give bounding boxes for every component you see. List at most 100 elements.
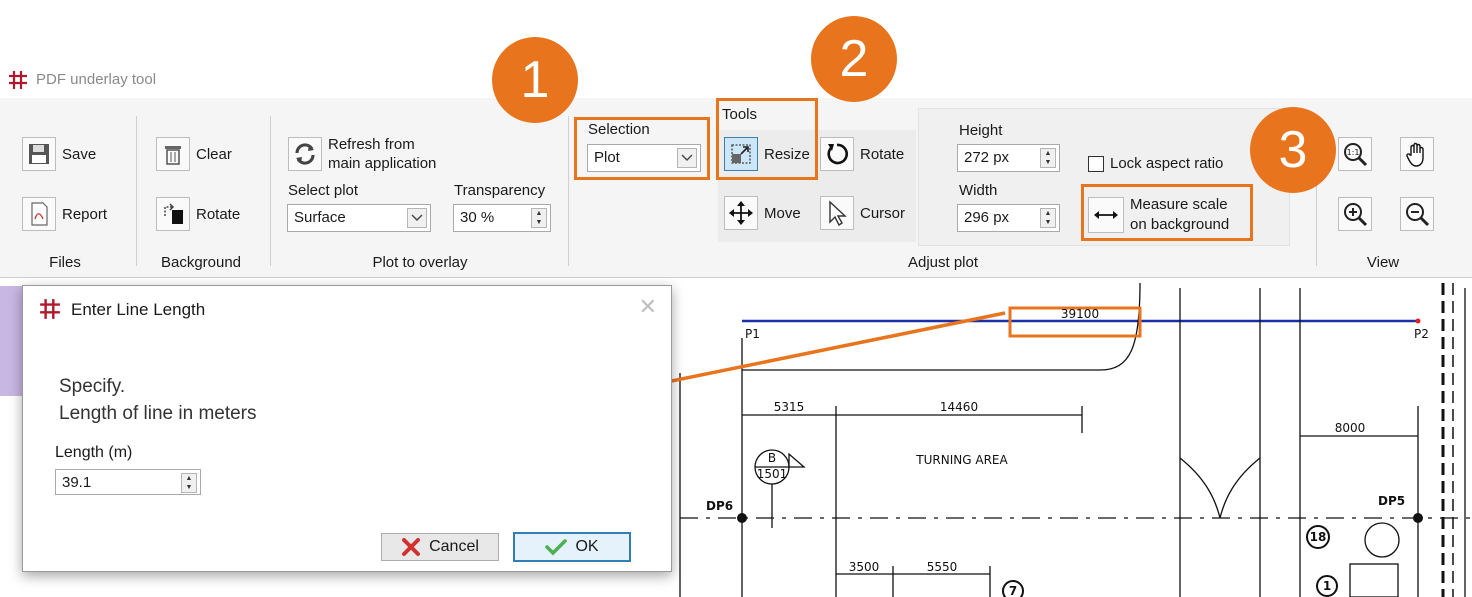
double-arrow-icon: [1088, 197, 1124, 233]
length-input[interactable]: 39.1 ▲▼: [55, 469, 201, 495]
grid-app-icon: [9, 71, 27, 89]
checkmark-icon: [545, 539, 568, 556]
group-divider: [1316, 116, 1317, 266]
dimension-label: 14460: [940, 400, 978, 414]
move-arrows-icon: [724, 196, 758, 230]
spin-arrows-icon[interactable]: ▲▼: [1040, 208, 1056, 228]
width-stepper[interactable]: 296 px ▲▼: [957, 204, 1060, 232]
close-icon[interactable]: ✕: [638, 294, 657, 319]
select-plot-dropdown[interactable]: Surface: [287, 204, 431, 232]
window-title: PDF underlay tool: [36, 71, 157, 88]
dimension-label: 5550: [927, 560, 958, 574]
dp6-marker: [737, 513, 747, 523]
circle-1-label: 1: [1323, 579, 1331, 593]
refresh-from-main-button[interactable]: Refresh from main application: [288, 134, 436, 174]
ok-button[interactable]: OK: [513, 532, 631, 562]
tools-highlight: [716, 98, 818, 180]
turning-area-label: TURNING AREA: [915, 453, 1008, 467]
enter-line-length-dialog: Enter Line Length ✕ Specify. Length of l…: [22, 285, 672, 572]
cursor-button[interactable]: Cursor: [820, 195, 905, 231]
tag-b-number: 1501: [757, 467, 788, 481]
cancel-button[interactable]: Cancel: [381, 533, 499, 561]
background-group-label: Background: [160, 254, 242, 271]
refresh-label-line1: Refresh from: [328, 136, 415, 153]
callout-badge-1: 1: [492, 37, 578, 123]
spin-arrows-icon[interactable]: ▲▼: [1040, 148, 1056, 168]
report-button[interactable]: Report: [22, 196, 107, 232]
rotate-square-icon: [156, 197, 190, 231]
dialog-message-line1: Specify.: [59, 376, 126, 397]
transparency-value: 30 %: [460, 209, 495, 226]
measure-label-highlight: [1008, 306, 1142, 338]
red-x-icon: [402, 538, 421, 556]
width-label: Width: [959, 182, 998, 199]
resize-icon: [724, 137, 758, 171]
measure-scale-line1: Measure scale: [1130, 196, 1228, 213]
spin-arrows-icon[interactable]: ▲▼: [181, 473, 197, 493]
cancel-label: Cancel: [429, 538, 479, 555]
dimension-label: 3500: [849, 560, 880, 574]
svg-text:1:1: 1:1: [1347, 148, 1360, 157]
dp5-marker: [1413, 513, 1423, 523]
pdf-document-icon: [22, 197, 56, 231]
select-plot-label: Select plot: [288, 182, 359, 199]
chevron-down-icon[interactable]: [407, 208, 427, 228]
plot-rotate-button[interactable]: Rotate: [820, 136, 904, 172]
width-value: 296 px: [964, 209, 1010, 226]
resize-label: Resize: [764, 145, 810, 163]
spin-arrows-icon[interactable]: ▲▼: [531, 208, 547, 228]
road-curve: [742, 282, 1141, 371]
measure-scale-line2: on background: [1130, 216, 1230, 233]
zoom-in-button[interactable]: [1338, 196, 1378, 232]
callout-badge-3: 3: [1250, 107, 1336, 193]
background-rotate-button[interactable]: Rotate: [156, 196, 240, 232]
length-label: Length (m): [55, 444, 133, 461]
refresh-label-line2: main application: [328, 155, 437, 172]
move-label: Move: [764, 204, 801, 222]
pan-button[interactable]: [1400, 136, 1440, 172]
dimension-label: 8000: [1335, 421, 1366, 435]
move-button[interactable]: Move: [724, 195, 801, 231]
grid-app-icon: [40, 299, 60, 319]
lock-aspect-label: Lock aspect ratio: [1110, 155, 1224, 172]
files-group-label: Files: [49, 254, 81, 271]
zoom-out-icon: [1400, 197, 1434, 231]
view-group-label: View: [1366, 254, 1400, 271]
dialog-title: Enter Line Length: [71, 300, 206, 319]
measured-length-text: 39100: [1061, 307, 1099, 321]
group-divider: [136, 116, 137, 266]
point-p1-label: P1: [745, 327, 760, 341]
zoom-out-button[interactable]: [1400, 196, 1440, 232]
transparency-label: Transparency: [454, 182, 546, 199]
plot-to-overlay-group-label: Plot to overlay: [372, 254, 468, 271]
trash-icon: [156, 137, 190, 171]
floppy-disk-icon: [22, 137, 56, 171]
resize-button[interactable]: Resize: [724, 136, 810, 172]
select-plot-value: Surface: [294, 209, 346, 226]
lock-aspect-checkbox[interactable]: [1088, 156, 1104, 172]
callout-badge-2: 2: [811, 16, 897, 102]
overlay-plot-patch: [0, 286, 22, 396]
measure-scale-button[interactable]: Measure scale on background: [1088, 194, 1229, 236]
dp5-label: DP5: [1378, 494, 1405, 508]
save-button[interactable]: Save: [22, 136, 96, 172]
dp6-label: DP6: [706, 499, 733, 513]
hand-icon: [1400, 137, 1434, 171]
background-rotate-label: Rotate: [196, 205, 241, 223]
chevron-down-icon[interactable]: [677, 148, 697, 168]
save-label: Save: [62, 145, 97, 163]
tag-b-letter: B: [768, 451, 776, 465]
selection-dropdown[interactable]: Plot: [587, 144, 701, 172]
zoom-actual-size-button[interactable]: 1:1: [1338, 136, 1378, 172]
tools-label: Tools: [722, 106, 758, 123]
selection-value: Plot: [594, 149, 620, 166]
group-divider: [270, 116, 271, 266]
dialog-message-line2: Length of line in meters: [59, 403, 257, 424]
clear-button[interactable]: Clear: [156, 136, 232, 172]
zoom-one-to-one-icon: 1:1: [1338, 137, 1372, 171]
transparency-stepper[interactable]: 30 % ▲▼: [453, 204, 551, 232]
cursor-label: Cursor: [860, 204, 906, 222]
height-stepper[interactable]: 272 px ▲▼: [957, 144, 1060, 172]
height-value: 272 px: [964, 149, 1010, 166]
selection-label: Selection: [588, 121, 650, 138]
